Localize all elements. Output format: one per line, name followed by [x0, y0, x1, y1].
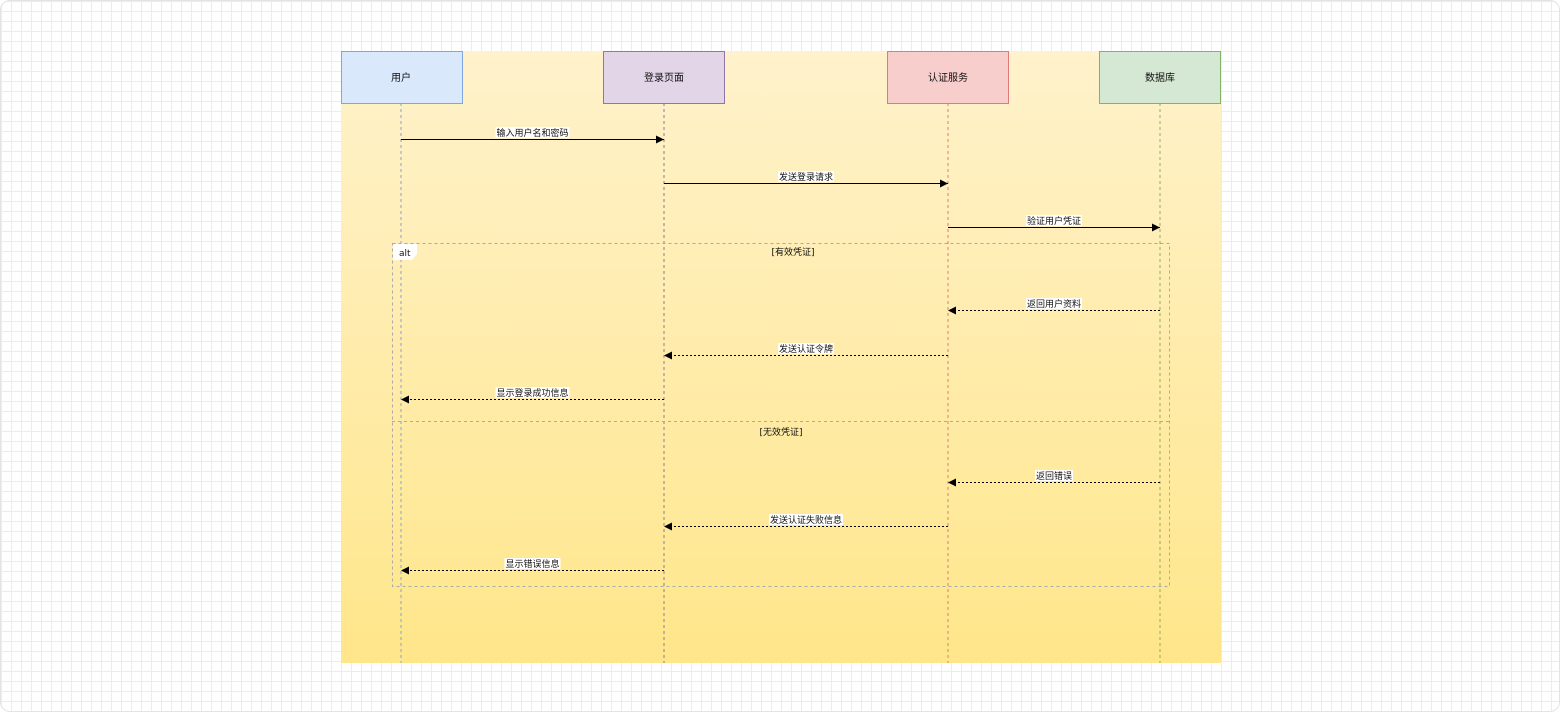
participant-login[interactable]: 登录页面 — [603, 51, 725, 104]
message-arrow[interactable]: 显示错误信息 — [401, 558, 664, 575]
fragment-frame[interactable] — [392, 243, 1170, 587]
guard-label: [有效凭证] — [771, 246, 814, 258]
message-label: 返回用户资料 — [1027, 298, 1081, 310]
label-background — [495, 387, 570, 398]
diagram-background — [341, 51, 1221, 663]
label-background — [777, 343, 835, 354]
label-background — [1025, 298, 1083, 309]
message-label: 发送登录请求 — [779, 171, 833, 183]
fragment-tag — [393, 244, 417, 260]
participant-box[interactable] — [341, 51, 463, 104]
alt-fragment[interactable]: alt [有效凭证] [无效凭证] — [392, 243, 1170, 587]
message-arrow[interactable]: 返回错误 — [948, 470, 1160, 487]
label-background — [504, 558, 561, 569]
participant-box[interactable] — [1099, 51, 1221, 104]
message-label: 返回错误 — [1036, 470, 1072, 482]
label-background — [777, 171, 835, 182]
participant-box[interactable] — [887, 51, 1009, 104]
participant-user[interactable]: 用户 — [341, 51, 463, 104]
message-arrow[interactable]: 验证用户凭证 — [948, 215, 1160, 232]
participant-box[interactable] — [603, 51, 725, 104]
participant-label: 数据库 — [1145, 71, 1175, 84]
message-label: 验证用户凭证 — [1027, 215, 1081, 227]
participant-auth[interactable]: 认证服务 — [887, 51, 1009, 104]
message-arrow[interactable]: 发送登录请求 — [664, 171, 948, 188]
message-label: 发送认证失败信息 — [770, 514, 842, 526]
message-label: 发送认证令牌 — [779, 343, 833, 355]
message-label: 显示登录成功信息 — [496, 387, 568, 399]
label-background — [768, 514, 844, 525]
message-arrow[interactable]: 输入用户名和密码 — [401, 127, 664, 144]
participant-label: 登录页面 — [644, 71, 684, 84]
label-background — [1025, 215, 1083, 226]
message-label: 显示错误信息 — [505, 558, 559, 570]
fragment-operator: alt — [399, 249, 411, 259]
message-arrow[interactable]: 发送认证令牌 — [664, 343, 948, 360]
participant-db[interactable]: 数据库 — [1099, 51, 1221, 104]
participant-label: 用户 — [391, 71, 411, 84]
message-label: 输入用户名和密码 — [496, 127, 568, 139]
message-arrow[interactable]: 返回用户资料 — [948, 298, 1160, 315]
guard-label: [无效凭证] — [759, 426, 802, 438]
participant-label: 认证服务 — [928, 71, 968, 84]
label-background — [1034, 470, 1074, 481]
message-arrow[interactable]: 显示登录成功信息 — [401, 387, 664, 404]
message-arrow[interactable]: 发送认证失败信息 — [664, 514, 948, 531]
label-background — [495, 127, 570, 138]
